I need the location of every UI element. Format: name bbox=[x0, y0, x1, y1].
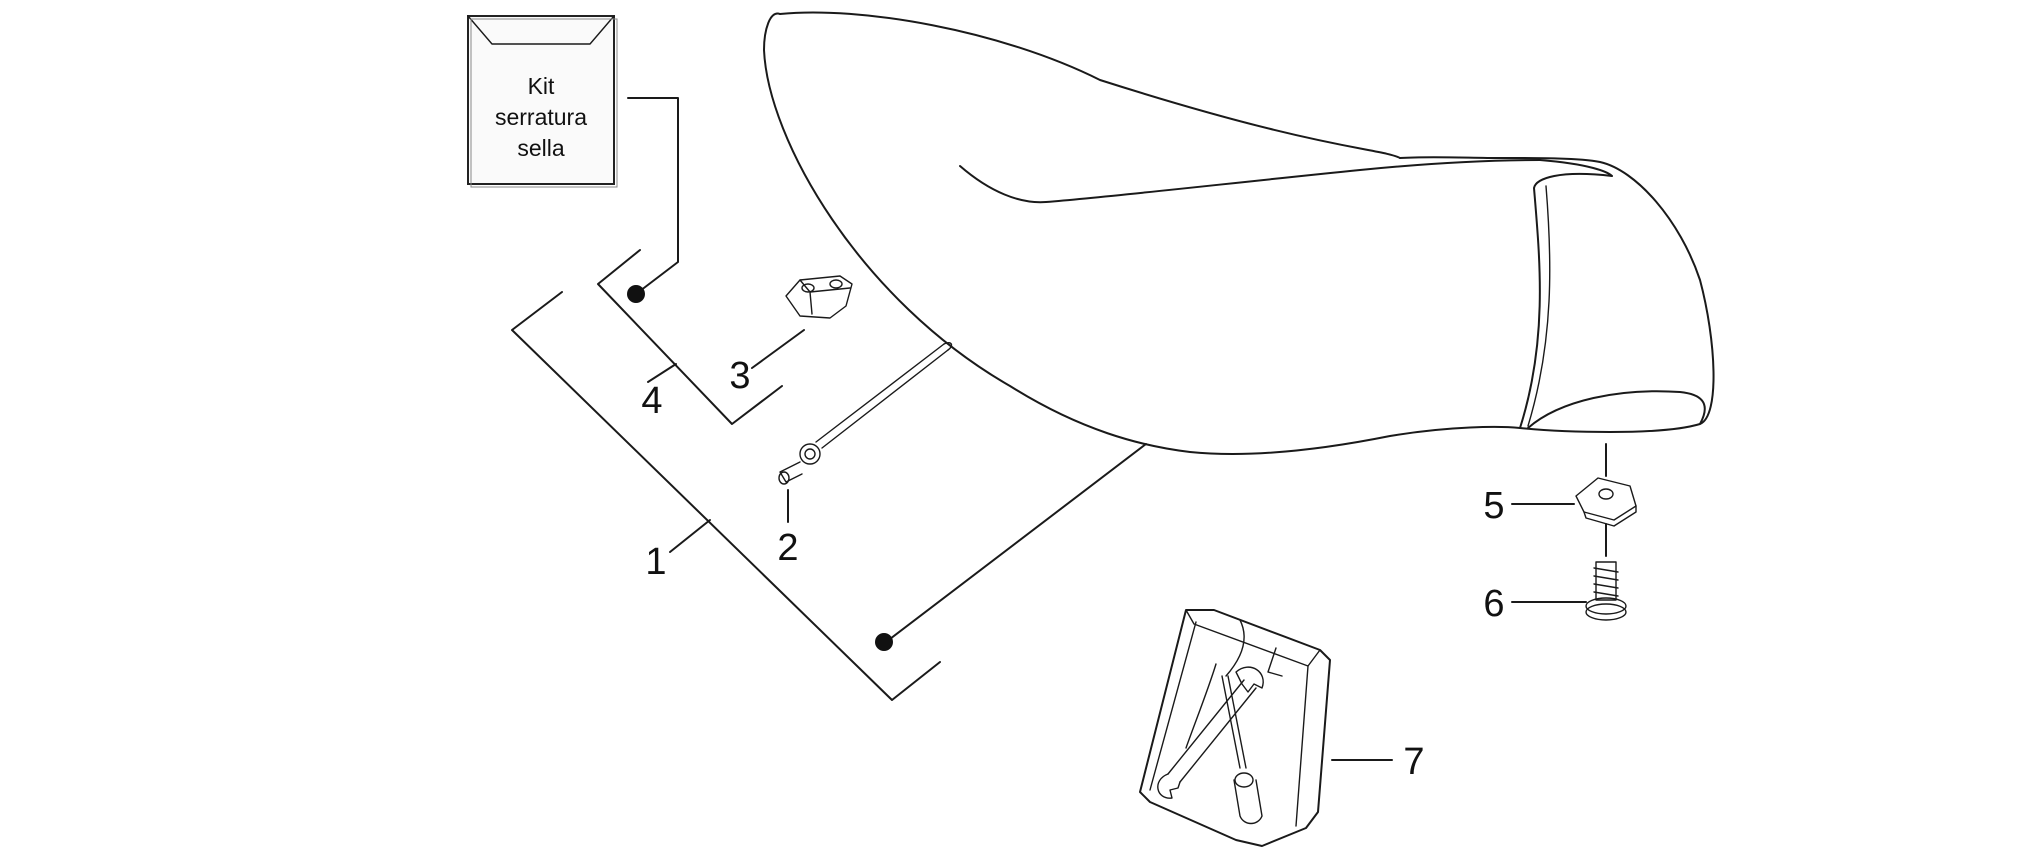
callout-7: 7 bbox=[1403, 741, 1424, 783]
callout-5: 5 bbox=[1483, 485, 1504, 527]
screw-icon bbox=[1585, 561, 1627, 621]
kit-leader-line bbox=[627, 97, 679, 303]
kit-label-line-2: serratura bbox=[495, 104, 587, 130]
kit-label-line-1: Kit bbox=[528, 73, 555, 99]
lock-cable-icon bbox=[778, 341, 953, 485]
callout-1: 1 bbox=[645, 541, 666, 583]
callout-3: 3 bbox=[729, 355, 750, 397]
kit-envelope-icon: Kit serratura sella bbox=[467, 15, 618, 188]
kit-label-line-3: sella bbox=[517, 135, 565, 161]
tool-bag-icon bbox=[1139, 609, 1331, 847]
seat-leader-dot bbox=[875, 633, 893, 651]
callout-2: 2 bbox=[777, 527, 798, 569]
seat-leader-line bbox=[875, 443, 1147, 651]
group-bracket-1 bbox=[511, 291, 941, 701]
callout-6: 6 bbox=[1483, 583, 1504, 625]
group-bracket-4 bbox=[597, 249, 783, 425]
callout-4: 4 bbox=[641, 380, 662, 422]
clip-nut-icon bbox=[1575, 477, 1637, 527]
latch-plate-icon bbox=[785, 275, 853, 319]
seat-icon bbox=[763, 11, 1715, 455]
leader-3 bbox=[751, 329, 805, 369]
kit-leader-dot bbox=[627, 285, 645, 303]
